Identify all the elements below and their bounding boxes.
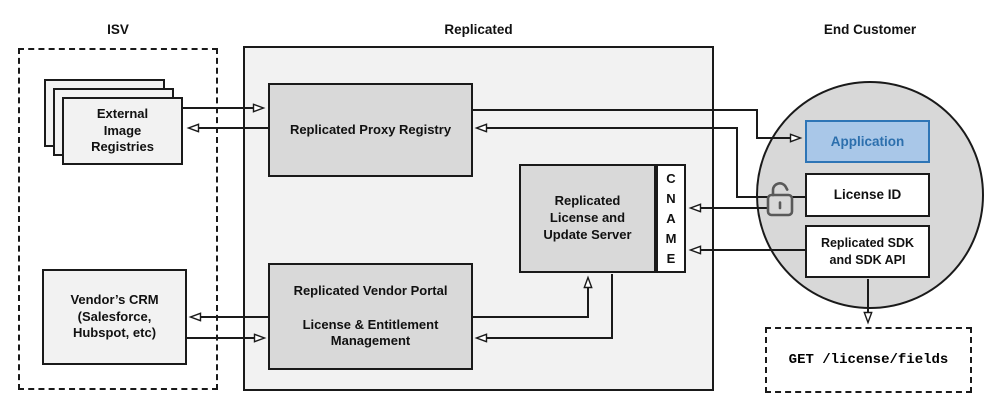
license-update-server-label: Replicated License and Update Server bbox=[543, 193, 632, 242]
application-label: Application bbox=[830, 133, 905, 149]
cname-node: CNAME bbox=[656, 164, 686, 273]
sdk-node: Replicated SDK and SDK API bbox=[805, 225, 930, 278]
license-id-node: License ID bbox=[805, 173, 930, 217]
sdk-label: Replicated SDK and SDK API bbox=[820, 236, 915, 267]
external-image-registries-label: External Image Registries bbox=[91, 105, 154, 155]
license-id-label: License ID bbox=[833, 187, 902, 203]
proxy-registry-label: Replicated Proxy Registry bbox=[289, 121, 452, 137]
application-node: Application bbox=[805, 120, 930, 163]
cname-label: CNAME bbox=[665, 170, 677, 266]
get-endpoint-box-border bbox=[765, 327, 972, 393]
unlock-icon bbox=[766, 182, 794, 217]
vendor-crm-node: Vendor’s CRM (Salesforce, Hubspot, etc) bbox=[42, 269, 187, 365]
get-endpoint-label: GET /license/fields bbox=[788, 352, 949, 368]
external-image-registries-node: External Image Registries bbox=[62, 97, 183, 165]
vendor-portal-node: Replicated Vendor Portal License & Entit… bbox=[268, 263, 473, 370]
license-update-server-node: Replicated License and Update Server bbox=[519, 164, 656, 273]
vendor-crm-label: Vendor’s CRM (Salesforce, Hubspot, etc) bbox=[70, 291, 159, 341]
section-label-replicated: Replicated bbox=[444, 22, 513, 37]
section-label-isv: ISV bbox=[107, 22, 129, 37]
section-label-end-customer: End Customer bbox=[823, 22, 917, 37]
vendor-portal-label: Replicated Vendor Portal License & Entit… bbox=[293, 282, 448, 349]
proxy-registry-node: Replicated Proxy Registry bbox=[268, 83, 473, 177]
get-endpoint-node: GET /license/fields bbox=[765, 327, 972, 393]
